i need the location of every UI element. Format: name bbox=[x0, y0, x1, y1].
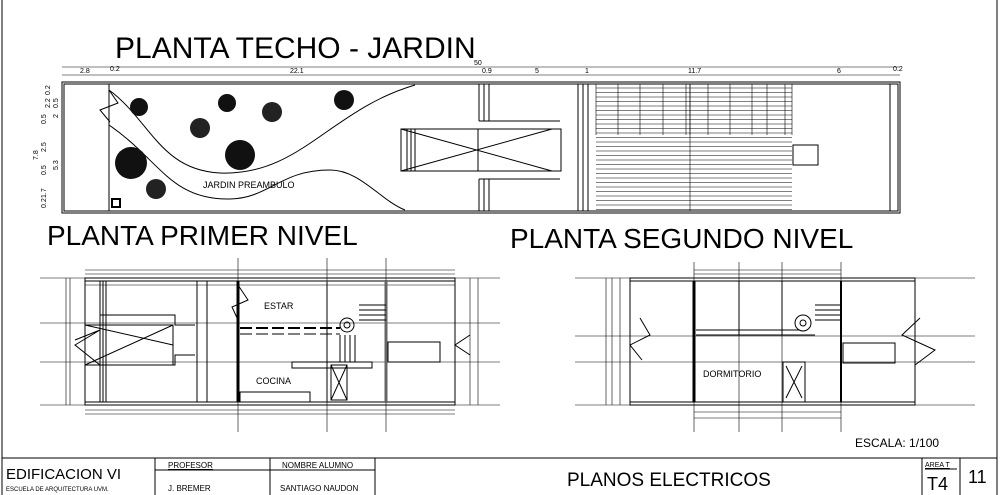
scale-label: ESCALA: 1/100 bbox=[855, 436, 939, 450]
room-label-dormitorio: DORMITORIO bbox=[703, 369, 761, 379]
dim-label: 0.2 bbox=[110, 66, 120, 73]
dim-label: 0.2 bbox=[45, 85, 52, 95]
first-floor-title: PLANTA PRIMER NIVEL bbox=[47, 220, 358, 251]
area-value: T4 bbox=[927, 474, 948, 494]
professor-name: J. BREMER bbox=[168, 484, 211, 493]
room-label-cocina: COCINA bbox=[256, 376, 291, 386]
second-floor-title: PLANTA SEGUNDO NIVEL bbox=[510, 223, 853, 254]
dim-label: 0.2 bbox=[893, 66, 903, 73]
school-name: ESCUELA DE ARQUITECTURA UVM. bbox=[6, 487, 109, 493]
area-label: AREA T bbox=[925, 462, 950, 469]
first-floor-plan: ESTAR COCINA bbox=[40, 258, 500, 432]
course-name: EDIFICACION VI bbox=[6, 466, 121, 483]
dim-total: 50 bbox=[474, 60, 482, 67]
roof-plan: 50 2.8 0.2 22.1 0.9 5 1 11.7 6 0.2 2.2 0… bbox=[33, 60, 903, 214]
dim-label: 22.1 bbox=[290, 68, 304, 75]
dim-label: 2.2 bbox=[45, 98, 52, 108]
dim-label: 2.8 bbox=[80, 68, 90, 75]
dim-label: 0.5 bbox=[53, 98, 60, 108]
sheet-number: 11 bbox=[968, 467, 987, 487]
garden-label: JARDIN PREAMBULO bbox=[203, 180, 295, 190]
title-block: EDIFICACION VI ESCUELA DE ARQUITECTURA U… bbox=[2, 457, 997, 495]
dim-label: 5.3 bbox=[53, 160, 60, 170]
roof-plan-title: PLANTA TECHO - JARDIN bbox=[115, 32, 476, 65]
dim-label: 5 bbox=[535, 68, 539, 75]
roof-slats bbox=[595, 84, 793, 211]
dim-label: 0.5 bbox=[41, 114, 48, 124]
dim-label: 1 bbox=[585, 68, 589, 75]
dim-label: 2 bbox=[53, 114, 60, 118]
dim-label: 7.8 bbox=[33, 150, 40, 160]
dim-label: 6 bbox=[837, 68, 841, 75]
student-name: SANTIAGO NAUDON bbox=[280, 484, 358, 493]
dim-label: 11.7 bbox=[688, 68, 701, 75]
dim-label: 0.5 bbox=[41, 165, 48, 175]
professor-label: PROFESOR bbox=[168, 461, 213, 470]
student-label: NOMBRE ALUMNO bbox=[282, 461, 353, 470]
dim-label: 0.9 bbox=[482, 68, 492, 75]
dim-label: 0.2 bbox=[41, 198, 48, 208]
second-floor-plan: DORMITORIO bbox=[575, 262, 975, 432]
sheet-title: PLANOS ELECTRICOS bbox=[567, 470, 771, 491]
dim-label: 1.7 bbox=[41, 188, 48, 198]
dim-label: 2.5 bbox=[41, 142, 48, 152]
room-label-estar: ESTAR bbox=[264, 301, 294, 311]
tree-symbols bbox=[115, 90, 354, 199]
